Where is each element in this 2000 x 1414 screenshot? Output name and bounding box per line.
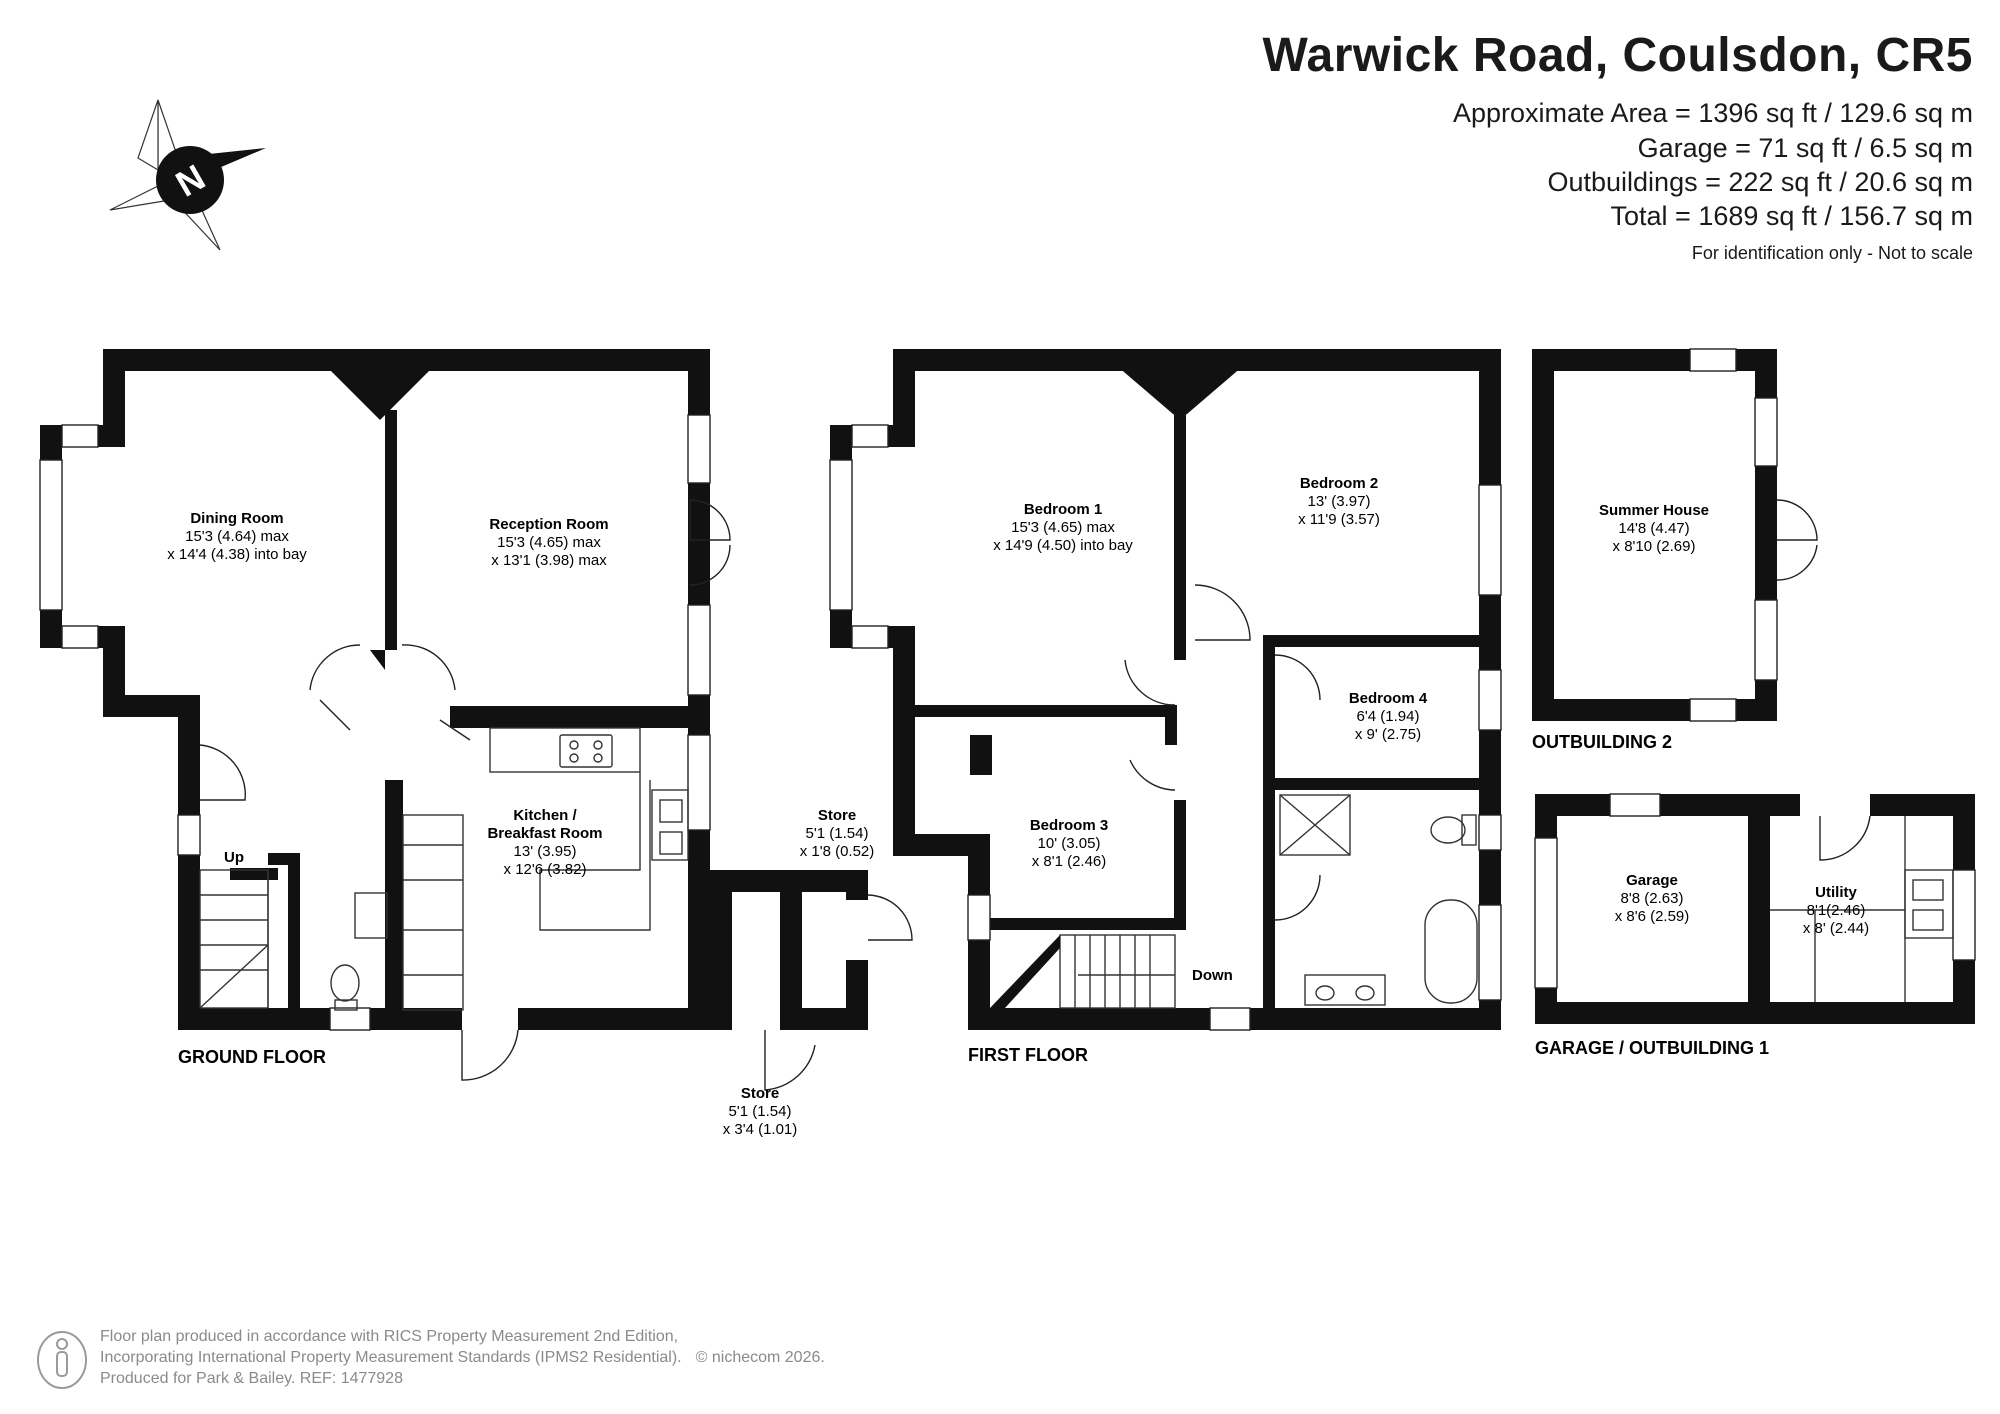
reception-room-dim2: x 13'1 (3.98) max bbox=[491, 552, 607, 569]
bedroom-1-dim2: x 14'9 (4.50) into bay bbox=[993, 537, 1133, 554]
approximate-area: Approximate Area = 1396 sq ft / 129.6 sq… bbox=[1452, 98, 1973, 128]
first-floor-label: FIRST FLOOR bbox=[968, 1045, 1088, 1065]
utility-dim1: 8'1(2.46) bbox=[1807, 902, 1866, 919]
summer-house-label: Summer House bbox=[1599, 502, 1709, 519]
stairs-up-label: Up bbox=[224, 849, 244, 866]
utility-dim2: x 8' (2.44) bbox=[1803, 920, 1869, 937]
store-lower-label: Store bbox=[741, 1085, 779, 1102]
bedroom-2-dim1: 13' (3.97) bbox=[1308, 493, 1371, 510]
footer-notes: Floor plan produced in accordance with R… bbox=[100, 1326, 825, 1389]
garage-outbuilding-1-label: GARAGE / OUTBUILDING 1 bbox=[1535, 1038, 1769, 1058]
outbuildings-area: Outbuildings = 222 sq ft / 20.6 sq m bbox=[1547, 167, 1973, 197]
bedroom-2-label: Bedroom 2 bbox=[1300, 475, 1378, 492]
bedroom-4-dim1: 6'4 (1.94) bbox=[1357, 708, 1420, 725]
bedroom-4-label: Bedroom 4 bbox=[1349, 690, 1428, 707]
footer-line-2-row: Incorporating International Property Mea… bbox=[100, 1347, 825, 1368]
dining-room-dim2: x 14'4 (4.38) into bay bbox=[167, 546, 307, 563]
store-upper-dim1: 5'1 (1.54) bbox=[806, 825, 869, 842]
bedroom-3-label: Bedroom 3 bbox=[1030, 817, 1108, 834]
store-lower-dim1: 5'1 (1.54) bbox=[729, 1103, 792, 1120]
bedroom-1-label: Bedroom 1 bbox=[1024, 501, 1102, 518]
kitchen-dim2: x 12'6 (3.82) bbox=[504, 861, 587, 878]
property-title: Warwick Road, Coulsdon, CR5 bbox=[1262, 29, 1973, 82]
footer-line-1: Floor plan produced in accordance with R… bbox=[100, 1328, 679, 1345]
utility-label: Utility bbox=[1815, 884, 1857, 901]
footer-line-2: Incorporating International Property Mea… bbox=[100, 1349, 682, 1366]
bedroom-1-dim1: 15'3 (4.65) max bbox=[1011, 519, 1115, 536]
bedroom-3-dim1: 10' (3.05) bbox=[1038, 835, 1101, 852]
kitchen-dim1: 13' (3.95) bbox=[514, 843, 577, 860]
first-floor-plan: Bedroom 1 15'3 (4.65) max x 14'9 (4.50) … bbox=[829, 349, 1502, 1065]
kitchen-label-1: Kitchen / bbox=[513, 807, 577, 824]
store-lower-dim2: x 3'4 (1.01) bbox=[723, 1121, 798, 1138]
outbuilding-2-label: OUTBUILDING 2 bbox=[1532, 732, 1672, 752]
dining-room-dim1: 15'3 (4.64) max bbox=[185, 528, 289, 545]
kitchen-label-2: Breakfast Room bbox=[487, 825, 602, 842]
bedroom-3-dim2: x 8'1 (2.46) bbox=[1032, 853, 1107, 870]
reception-room-dim1: 15'3 (4.65) max bbox=[497, 534, 601, 551]
total-area: Total = 1689 sq ft / 156.7 sq m bbox=[1610, 201, 1973, 231]
summer-house-dim2: x 8'10 (2.69) bbox=[1613, 538, 1696, 555]
person-measure-icon bbox=[37, 1331, 87, 1389]
store-upper-label: Store bbox=[818, 807, 856, 824]
garage-dim2: x 8'6 (2.59) bbox=[1615, 908, 1690, 925]
footer-line-3: Produced for Park & Bailey. REF: 1477928 bbox=[100, 1370, 403, 1387]
garage-dim1: 8'8 (2.63) bbox=[1621, 890, 1684, 907]
scale-disclaimer: For identification only - Not to scale bbox=[1691, 243, 1973, 263]
garage-area: Garage = 71 sq ft / 6.5 sq m bbox=[1637, 133, 1973, 163]
ground-floor-label: GROUND FLOOR bbox=[178, 1047, 326, 1067]
stairs-down-label: Down bbox=[1192, 967, 1233, 984]
dining-room-label: Dining Room bbox=[190, 510, 283, 527]
garage-outbuilding-1-plan: Garage 8'8 (2.63) x 8'6 (2.59) Utility 8… bbox=[1534, 793, 1976, 1058]
ground-floor-plan: Dining Room 15'3 (4.64) max x 14'4 (4.38… bbox=[39, 349, 913, 1138]
store-upper-dim2: x 1'8 (0.52) bbox=[800, 843, 875, 860]
garage-label: Garage bbox=[1626, 872, 1678, 889]
bedroom-2-dim2: x 11'9 (3.57) bbox=[1298, 511, 1380, 528]
compass-rose-icon: N bbox=[109, 99, 266, 251]
outbuilding-2-plan: Summer House 14'8 (4.47) x 8'10 (2.69) O… bbox=[1532, 348, 1818, 752]
reception-room-label: Reception Room bbox=[489, 516, 608, 533]
bedroom-4-dim2: x 9' (2.75) bbox=[1355, 726, 1421, 743]
footer-copyright: © nichecom 2026. bbox=[695, 1349, 825, 1366]
summer-house-dim1: 14'8 (4.47) bbox=[1618, 520, 1689, 537]
